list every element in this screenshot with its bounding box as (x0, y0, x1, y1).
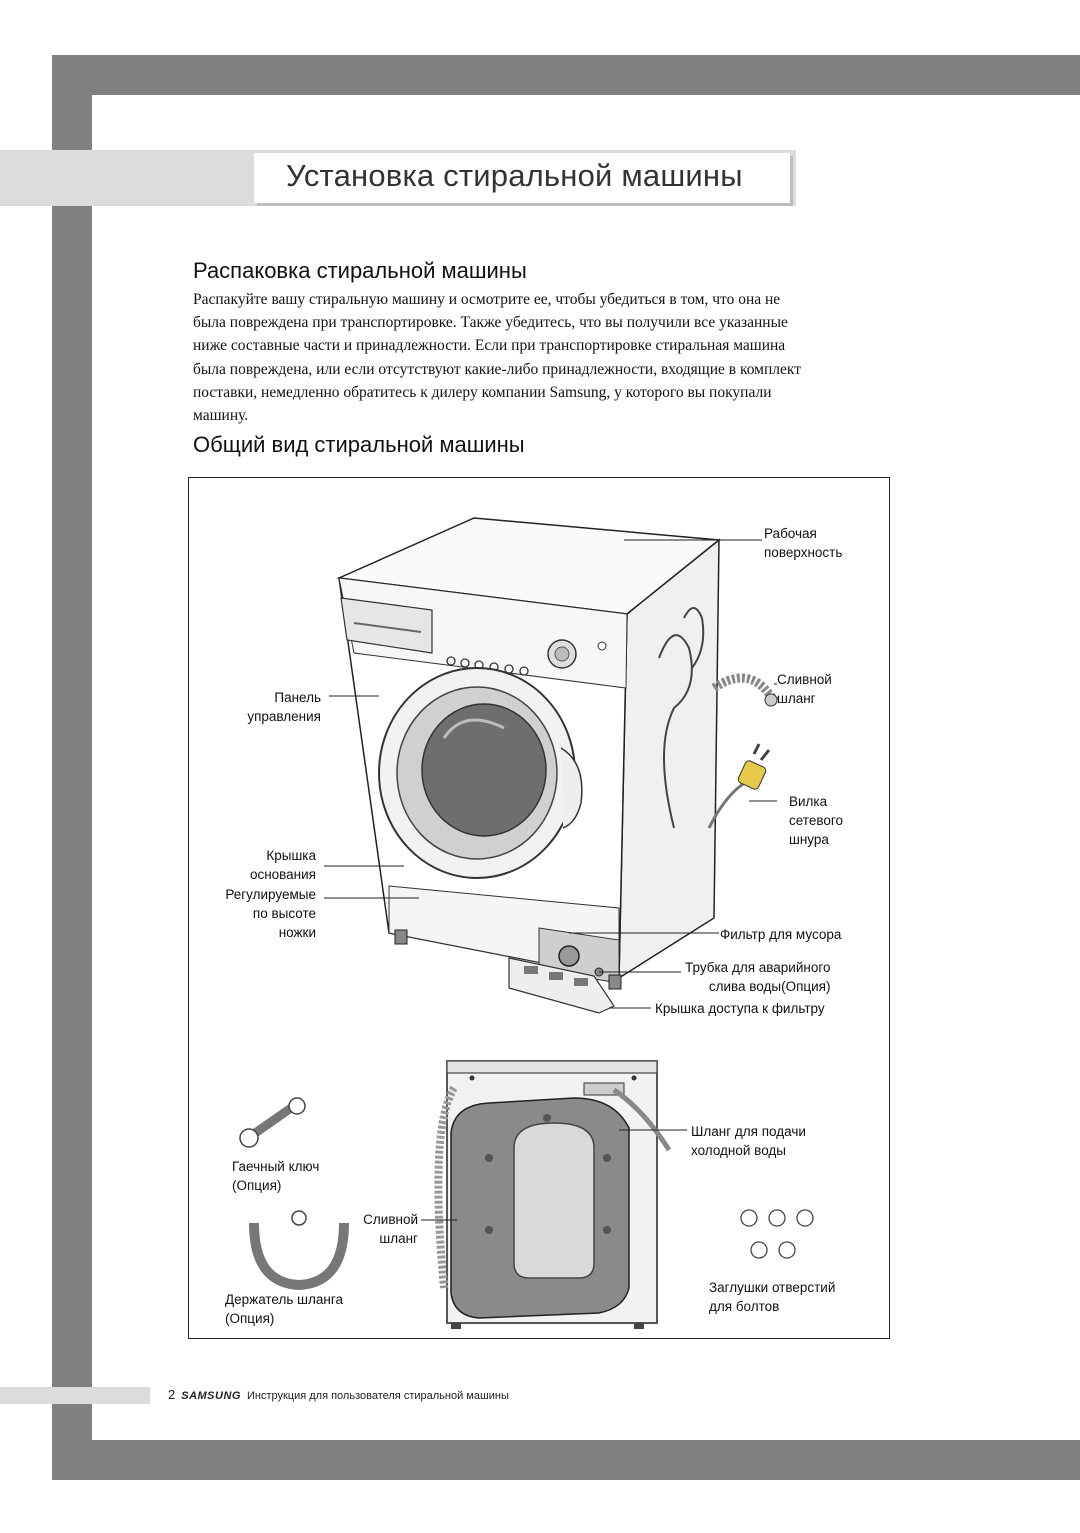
foot-shape (394, 929, 408, 945)
page-frame-top (52, 55, 1080, 95)
label-debris-filter: Фильтр для мусора (720, 927, 842, 942)
water-hose-shape (612, 1087, 672, 1152)
unpack-line: поставки, немедленно обратитесь к дилеру… (193, 383, 772, 401)
bolt-caps-icon (740, 1209, 814, 1259)
drain-hose-shape (711, 673, 780, 705)
plug-shape (737, 760, 767, 790)
label-filter-cover: Крышка доступа к фильтру (655, 1001, 825, 1016)
unpack-paragraph: Распакуйте вашу стиральную машину и осмо… (193, 288, 893, 427)
side-contour (658, 634, 693, 829)
side-contour (683, 607, 705, 669)
leader-lines (324, 539, 777, 1009)
detergent-drawer (340, 597, 433, 654)
unpack-line: была повреждена при транспортировке. Так… (193, 314, 788, 332)
filter-knob (558, 945, 580, 967)
wrench-icon (239, 1097, 306, 1148)
page-title: Установка стиральной машины (286, 158, 743, 193)
title-box (254, 153, 790, 203)
rear-drain-shape (434, 1085, 458, 1289)
page-number: 2 (168, 1387, 176, 1402)
footer: 2 SAMSUNG Инструкция для пользователя стир… (168, 1387, 509, 1402)
unpack-line: машину. (193, 407, 249, 425)
label-hose-holder: Держатель шланга(Опция) (225, 1292, 343, 1326)
unpack-heading: Распаковка стиральной машины (193, 258, 527, 283)
page-frame-bottom (52, 1440, 1080, 1480)
rear-window (513, 1122, 595, 1279)
hose-holder-icon (249, 1210, 349, 1291)
brand-logo: SAMSUNG (181, 1390, 241, 1402)
foot-shape (608, 974, 622, 990)
footer-bar (0, 1387, 150, 1404)
rear-bolts (485, 1114, 611, 1234)
unpack-line: Распакуйте вашу стиральную машину и осмо… (193, 291, 781, 308)
label-wrench: Гаечный ключ(Опция) (232, 1159, 320, 1193)
unpack-line: ниже составные части и принадлежности. Е… (193, 337, 786, 355)
machine-illustration (239, 517, 814, 1329)
door-handle (560, 747, 583, 829)
overview-heading: Общий вид стиральной машины (193, 432, 525, 457)
unpack-line: была повреждена, или если отсутствуют ка… (193, 360, 801, 378)
door-glass (421, 703, 547, 837)
page-frame-left (52, 55, 92, 1480)
footer-text: Инструкция для пользователя стиральной м… (246, 1390, 509, 1402)
